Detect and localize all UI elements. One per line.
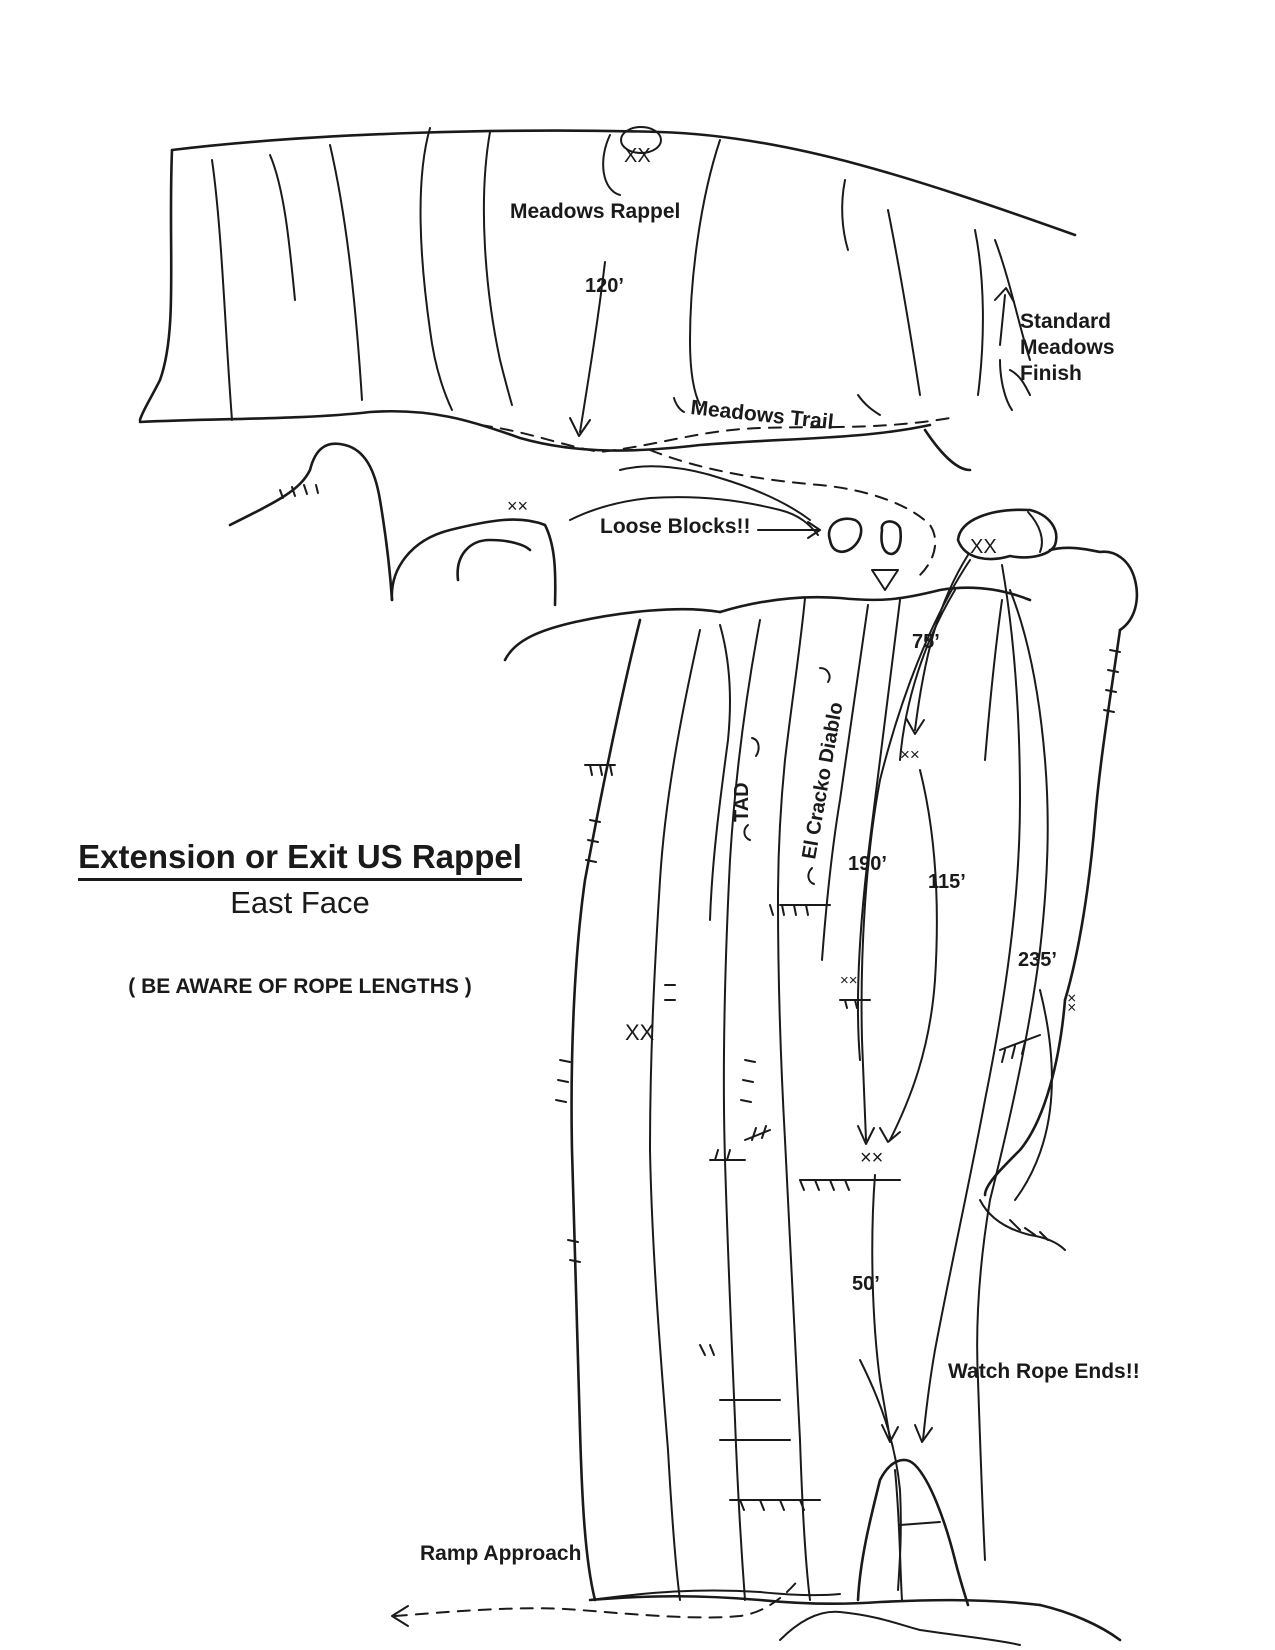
el-cracko-diablo-marker (807, 667, 831, 885)
meadows-rappel-arrow (569, 261, 606, 437)
meadows-trail-path (479, 417, 951, 576)
rope-length-50: 50’ (852, 1273, 880, 1295)
loose-blocks (827, 517, 903, 591)
el-cracko-diablo-label: El Cracko Diablo (798, 701, 847, 861)
tad-label: TAD (731, 782, 753, 822)
ramp-approach-path (391, 1577, 1021, 1646)
upper-anchor-block (956, 508, 1139, 632)
rope-length-190: 190’ (848, 853, 887, 875)
rappel-line-235 (914, 564, 1021, 1443)
standard-meadows-finish-label: Standard Meadows Finish (1020, 310, 1120, 385)
rope-length-235: 235’ (1018, 949, 1057, 971)
meadows-trail-label: Meadows Trail (689, 396, 834, 434)
right-anchor: ×× (1064, 993, 1081, 1012)
upper-wall-cracks (211, 127, 1031, 421)
loose-blocks-arrow (757, 521, 821, 539)
upper-wall-outline (138, 129, 1077, 472)
mid-anchor: ×× (900, 745, 920, 764)
ledge-hatching (555, 649, 1121, 1511)
meadows-rappel-anchor: XX (620, 126, 662, 167)
diagram-title: Extension or Exit US Rappel (78, 838, 522, 881)
lower-wall-outline (570, 586, 1122, 1642)
svg-text:XX: XX (624, 145, 651, 167)
watch-rope-ends-label: Watch Rope Ends!! (948, 1360, 1140, 1383)
ramp-approach-label: Ramp Approach (420, 1542, 581, 1565)
tad-route-marker (743, 737, 760, 841)
rope-length-115: 115’ (928, 871, 966, 893)
rappel-line-50 (871, 1174, 899, 1443)
lower-wall-cracks (649, 589, 1066, 1601)
diagram-title-block: Extension or Exit US Rappel East Face (40, 838, 560, 921)
lower-anchor: ×× (860, 1147, 883, 1169)
small-anchor-mid: ×× (840, 972, 858, 989)
top-anchor: XX (970, 536, 997, 558)
middle-ledge-terrain (228, 442, 819, 662)
diagram-subtitle: East Face (230, 885, 370, 920)
standard-meadows-finish-arrow (994, 287, 1015, 346)
rappel-line-190 (857, 559, 971, 1145)
ledge-anchor: ×× (507, 496, 528, 516)
rope-length-120: 120’ (585, 275, 624, 297)
rappel-line-75 (905, 554, 969, 735)
left-anchor: XX (625, 1020, 655, 1045)
meadows-rappel-label: Meadows Rappel (510, 200, 680, 223)
base-notch (856, 1458, 970, 1607)
loose-blocks-label: Loose Blocks!! (600, 515, 751, 538)
rope-length-warning: ( BE AWARE OF ROPE LENGTHS ) (128, 975, 472, 998)
rappel-line-115 (879, 769, 938, 1143)
